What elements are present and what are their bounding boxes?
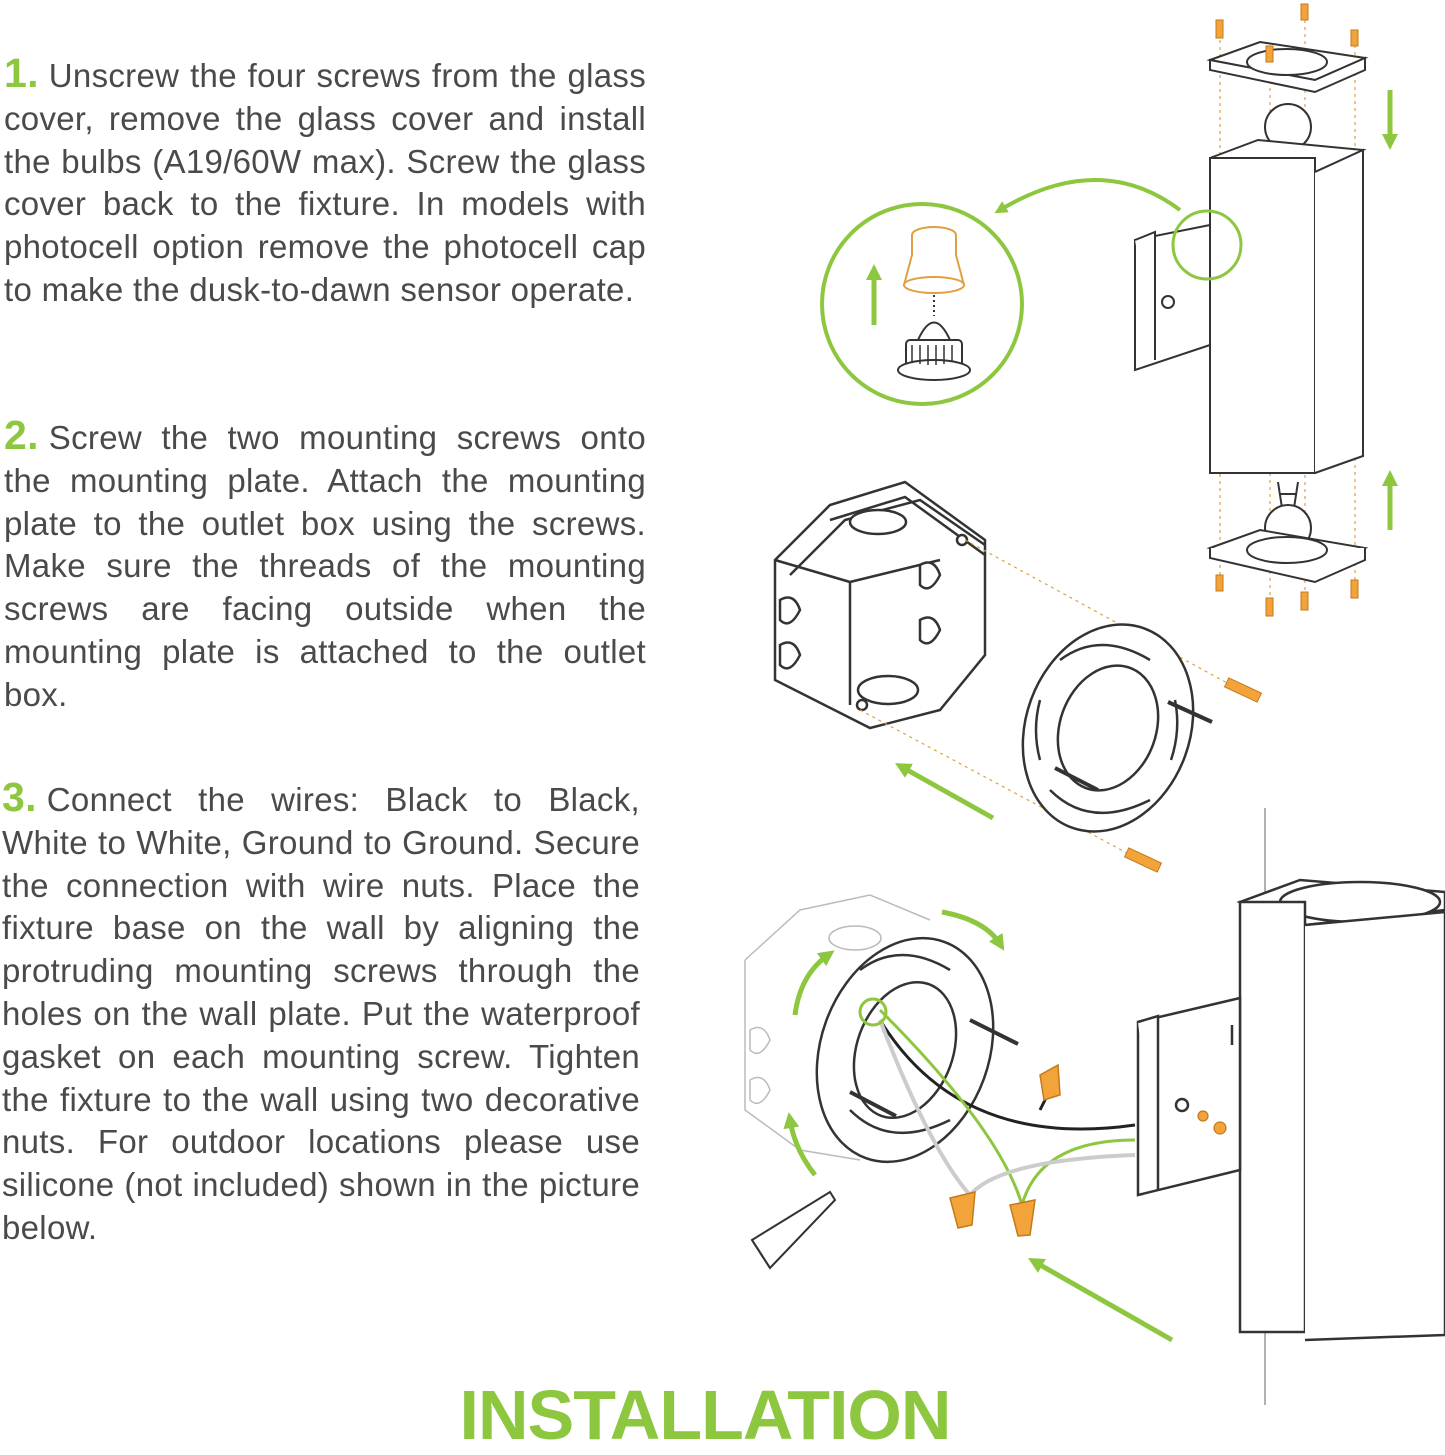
glass-cover-bottom bbox=[1206, 528, 1369, 584]
mounting-plate bbox=[1021, 623, 1195, 833]
step-text: Connect the wires: Black to Black, White… bbox=[2, 781, 640, 1246]
glass-cover-top bbox=[1206, 40, 1369, 94]
ghost-outlet-box bbox=[744, 894, 931, 1161]
decorative-nut-icon bbox=[1197, 1110, 1227, 1135]
fixture-body bbox=[1209, 138, 1367, 474]
photocell-icon bbox=[897, 226, 971, 381]
curved-arrow-icon bbox=[783, 909, 1005, 1177]
ground-highlight bbox=[858, 997, 888, 1027]
wire-nut-icon bbox=[949, 1063, 1061, 1237]
step-number: 2. bbox=[4, 412, 39, 458]
step-2: 2.Screw the two mounting screws onto the… bbox=[4, 414, 646, 717]
arrow-left-icon bbox=[1028, 1258, 1174, 1343]
arrow-left-icon bbox=[895, 763, 995, 821]
wall-backplate bbox=[1134, 223, 1211, 372]
mounting-plate bbox=[815, 936, 995, 1164]
screw-icon bbox=[1123, 677, 1263, 873]
screw-icon bbox=[849, 1018, 1019, 1118]
step-text: Unscrew the four screws from the glass c… bbox=[4, 57, 646, 308]
step-number: 1. bbox=[4, 50, 39, 96]
screw-icon bbox=[1215, 3, 1359, 617]
curved-arrow-icon bbox=[994, 178, 1182, 214]
step-number: 3. bbox=[2, 774, 37, 820]
outlet-box bbox=[773, 480, 987, 730]
photocell-inset bbox=[820, 202, 1024, 406]
silicone-tube-icon bbox=[750, 1190, 837, 1270]
wires bbox=[878, 1008, 1136, 1206]
photocell-highlight bbox=[1171, 209, 1243, 281]
fixture-mounted bbox=[1136, 878, 1445, 1342]
guide-lines bbox=[859, 539, 1241, 861]
step-3: 3.Connect the wires: Black to Black, Whi… bbox=[2, 776, 640, 1250]
step-text: Screw the two mounting screws onto the m… bbox=[4, 419, 646, 713]
fixture-top-assembly bbox=[1134, 20, 1369, 600]
step-1: 1.Unscrew the four screws from the glass… bbox=[4, 52, 646, 312]
page-title: INSTALLATION bbox=[459, 1376, 952, 1454]
screw-icon bbox=[1054, 700, 1213, 792]
